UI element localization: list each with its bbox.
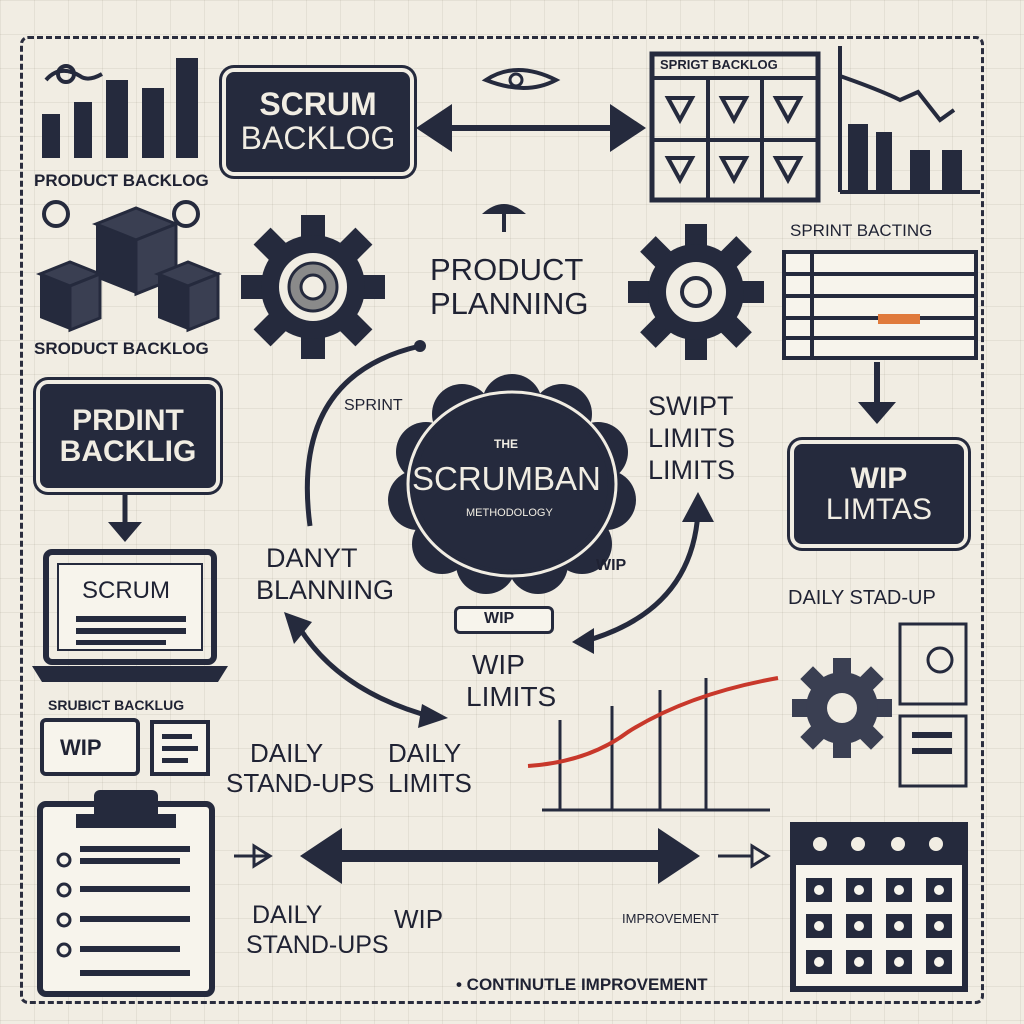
center-methodology-label: METHODOLOGY: [466, 507, 553, 519]
wip-chip-label: WIP: [484, 610, 515, 627]
document-stack-icon: [898, 622, 968, 788]
cube-stack-icon: [35, 200, 223, 333]
sprint-bacting-label: SPRINT BACTING: [790, 221, 933, 240]
wip-limtas-line1: WIP: [850, 461, 908, 495]
daily-standups-left-line1: DAILY: [250, 738, 324, 768]
gear-icon: [792, 658, 892, 758]
wip-limits-center-line1: WIP: [472, 649, 525, 680]
center-the-label: THE: [494, 437, 518, 451]
prdint-backlig-line1: PRDINT: [72, 403, 184, 437]
trend-bar-chart-icon: [838, 46, 980, 194]
curved-arrow-up-icon: [572, 492, 714, 654]
daily-standups-left-line2: STAND-UPS: [226, 768, 375, 798]
task-list-icon: [782, 250, 978, 360]
prdint-backlig-line2: BACKLIG: [59, 435, 197, 468]
dashed-frame: [20, 36, 984, 1004]
sroduct-backlog-label: SRODUCT BACKLOG: [34, 339, 209, 358]
wip-limits-center-line2: LIMITS: [466, 681, 557, 712]
clipboard-icon: [37, 790, 215, 997]
note-card-icon: [150, 720, 210, 776]
daily-standups-bottom-line2: STAND-UPS: [246, 931, 389, 959]
scrum-backlog-box: SCRUM BACKLOG: [226, 72, 410, 172]
daily-standups-bottom-line1: DAILY: [252, 901, 323, 929]
curved-arrow-icon: [304, 340, 426, 527]
laptop-icon: [32, 549, 228, 682]
swipt-line2: LIMITS: [648, 423, 736, 453]
gear-icon: [241, 215, 385, 359]
danyt-planning-line2: BLANNING: [256, 575, 395, 605]
wip-limtas-line2: LIMTAS: [825, 493, 933, 526]
wip-chip: [454, 606, 554, 634]
product-planning-line2: PLANNING: [430, 286, 589, 321]
srubict-backlug-label: SRUBICT BACKLUG: [48, 697, 185, 713]
sprint-backlog-top-label: SPRIGT BACKLOG: [660, 57, 778, 72]
danyt-planning-line1: DANYT: [266, 543, 358, 573]
scrum-backlog-line2: BACKLOG: [240, 120, 396, 156]
wip-bottom-label: WIP: [394, 904, 444, 934]
kanban-board-icon: [649, 51, 821, 203]
scrum-backlog-line1: SCRUM: [259, 86, 377, 123]
down-arrow-icon: [858, 362, 896, 424]
prdint-backlig-box: PRDINT BACKLIG: [40, 384, 216, 488]
laptop-screen-label: SCRUM: [82, 577, 170, 604]
swipt-line1: SWIPT: [648, 391, 734, 421]
bar-chart-icon: [42, 58, 198, 158]
wip-limtas-box: WIP LIMTAS: [794, 444, 964, 544]
diagonal-double-arrow-icon: [284, 612, 448, 728]
pin-icon: [482, 204, 526, 232]
center-scrumban-label: SCRUMBAN: [412, 460, 601, 497]
sprint-label: SPRINT: [344, 397, 403, 414]
down-arrow-icon: [108, 494, 142, 542]
improvement-small-label: IMPROVEMENT: [622, 911, 719, 926]
wip-card-label: WIP: [60, 735, 102, 760]
daily-limits-line2: LIMITS: [388, 768, 472, 798]
product-planning-line1: PRODUCT: [430, 252, 584, 287]
wip-small-label: WIP: [596, 557, 627, 574]
double-arrow-icon: [416, 68, 646, 152]
continuous-improvement-label: • CONTINUTLE IMPROVEMENT: [456, 975, 708, 994]
daily-limits-line1: DAILY: [388, 738, 462, 768]
product-backlog-label: PRODUCT BACKLOG: [34, 171, 209, 190]
long-double-arrow-icon: [234, 828, 771, 884]
daily-standup-right-label: DAILY STAD-UP: [788, 587, 936, 609]
calendar-icon: [790, 822, 968, 992]
gear-icon: [628, 224, 764, 360]
wip-card: [40, 718, 140, 776]
swipt-line3: LIMITS: [648, 455, 736, 485]
line-chart-icon: [527, 676, 779, 812]
scalloped-badge-icon: [388, 374, 636, 594]
